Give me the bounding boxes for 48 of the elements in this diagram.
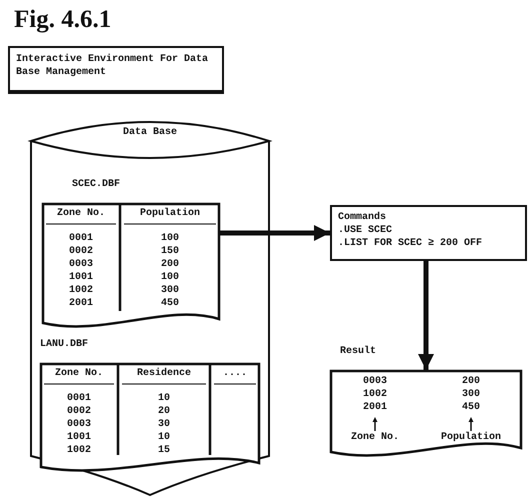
table-cell-text: 200	[460, 376, 481, 388]
table-cell-text: 10	[156, 432, 171, 444]
command-box	[330, 205, 527, 261]
table-cell-text: 0001	[68, 233, 94, 245]
table-cell-text: 20	[156, 406, 171, 418]
table-cell-text: 150	[160, 246, 180, 258]
table-cell-text: 100	[160, 272, 180, 284]
column-header: Zone No.	[56, 208, 106, 220]
table-cell-text: 0003	[362, 376, 388, 388]
table-cell-text: 300	[460, 389, 481, 401]
table-cell-text: 1001	[68, 272, 94, 284]
column-header: Residence	[136, 368, 192, 380]
table-cell-text: 450	[460, 402, 481, 414]
column-label: Zone No.	[350, 432, 400, 444]
command-line: Commands	[338, 211, 388, 224]
table-title: SCEC.DBF	[72, 179, 120, 191]
column-header: ....	[222, 368, 248, 380]
column-header: Population	[138, 208, 201, 220]
table-cell-text: 100	[160, 233, 180, 245]
arrow	[418, 261, 434, 370]
table-cell-text: 1002	[362, 389, 388, 401]
table-cell-text: 15	[156, 445, 171, 457]
table-cell-text: 450	[160, 298, 180, 310]
table-cell-text: 200	[160, 259, 180, 271]
command-line: .USE SCEC	[338, 224, 394, 237]
box-text: Interactive Environment For Data Base Management	[16, 53, 210, 79]
command-line: .LIST FOR SCEC ≥ 200 OFF	[338, 237, 484, 250]
table-cell-text: 0002	[68, 246, 94, 258]
table-cell-text: 0001	[66, 393, 92, 405]
column-header: Zone No.	[54, 368, 104, 380]
table-cell-text: 10	[156, 393, 171, 405]
table-cell-text: 1002	[68, 285, 94, 297]
table-cell-text: 1001	[66, 432, 92, 444]
arrow	[220, 225, 330, 241]
table-cell-text: 2001	[362, 402, 388, 414]
table-cell-text: 300	[160, 285, 180, 297]
table-cell-text: 0003	[66, 419, 92, 431]
table-cell-text: 0002	[66, 406, 92, 418]
table-cell-text: 30	[156, 419, 171, 431]
table-title: LANU.DBF	[40, 339, 88, 351]
cylinder-label: Data Base	[122, 127, 178, 139]
table-title: Result	[340, 346, 376, 358]
table-cell-text: 2001	[68, 298, 94, 310]
column-label: Population	[440, 432, 502, 444]
title-box	[8, 46, 224, 94]
figure-title: Fig. 4.6.1	[14, 6, 112, 34]
table-cell-text: 0003	[68, 259, 94, 271]
table-cell-text: 1002	[66, 445, 92, 457]
